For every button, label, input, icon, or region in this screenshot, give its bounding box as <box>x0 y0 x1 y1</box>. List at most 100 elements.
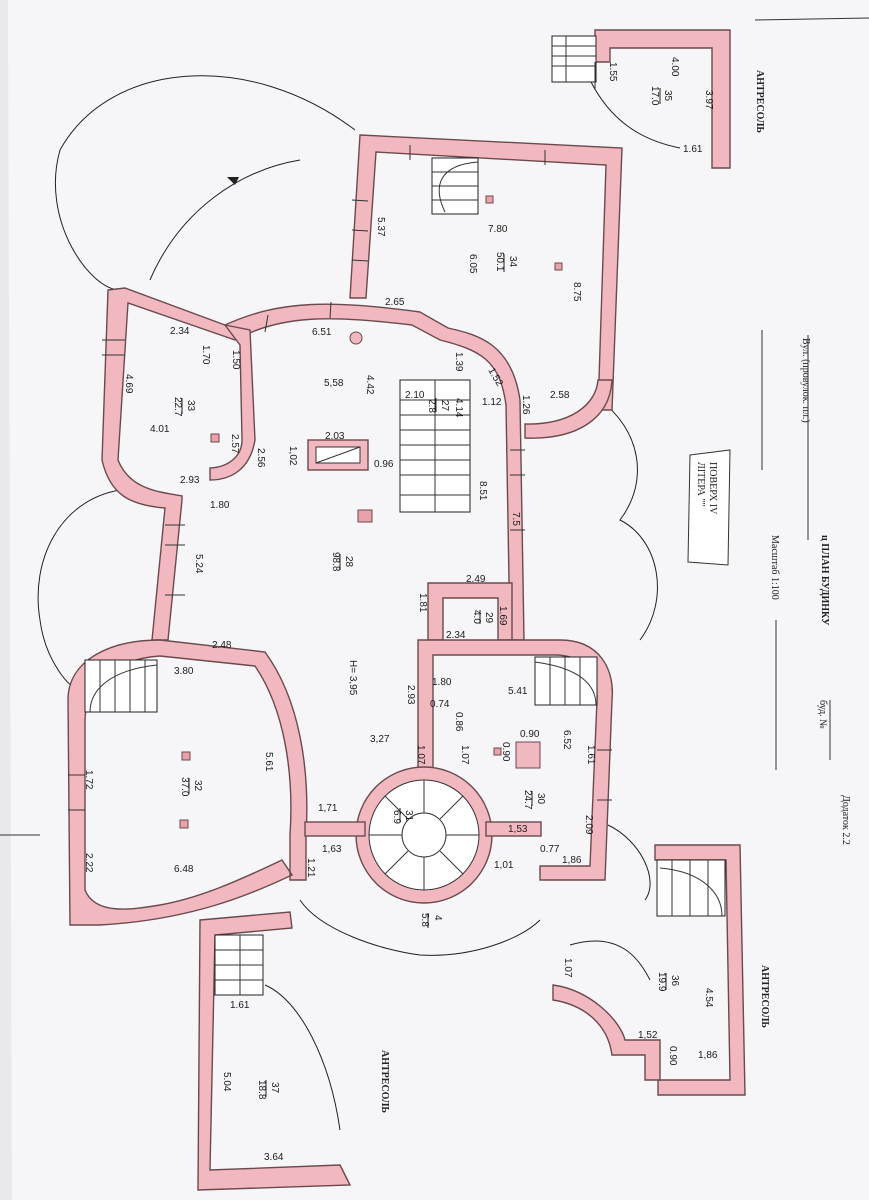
svg-text:0.90: 0.90 <box>500 742 511 762</box>
svg-text:1.70: 1.70 <box>200 345 211 365</box>
svg-text:0.86: 0.86 <box>453 712 464 732</box>
svg-text:3.97: 3.97 <box>703 90 714 110</box>
svg-text:1.07: 1.07 <box>459 745 470 765</box>
svg-text:6.48: 6.48 <box>174 864 194 875</box>
svg-text:2.22: 2.22 <box>83 853 94 873</box>
svg-text:32: 32 <box>192 780 203 792</box>
svg-text:50.1: 50.1 <box>494 252 505 272</box>
svg-text:1.07: 1.07 <box>415 745 426 765</box>
svg-text:6.51: 6.51 <box>312 327 332 338</box>
room-32-label: 32 37.0 <box>179 777 203 797</box>
svg-text:34: 34 <box>507 256 518 268</box>
svg-text:7.5: 7.5 <box>510 512 521 526</box>
svg-text:2.48: 2.48 <box>212 640 232 651</box>
svg-text:3.64: 3.64 <box>264 1152 284 1163</box>
svg-text:1,52: 1,52 <box>638 1030 658 1041</box>
svg-text:5,58: 5,58 <box>324 378 344 389</box>
room-27-label: 27 2.8 <box>426 398 450 413</box>
svg-text:6.52: 6.52 <box>561 730 572 750</box>
svg-text:1,86: 1,86 <box>698 1050 718 1061</box>
svg-text:5.41: 5.41 <box>508 686 528 697</box>
stair-37 <box>214 934 264 996</box>
svg-text:4.01: 4.01 <box>150 424 170 435</box>
height-note: H= 3,95 <box>347 660 358 696</box>
svg-text:1.12: 1.12 <box>482 397 502 408</box>
svg-text:35: 35 <box>662 90 673 102</box>
stair-32 <box>84 659 158 713</box>
svg-text:4.69: 4.69 <box>123 374 134 394</box>
svg-text:1.07: 1.07 <box>562 958 573 978</box>
svg-text:4: 4 <box>432 915 443 921</box>
svg-text:1.50: 1.50 <box>230 350 241 370</box>
svg-text:0.74: 0.74 <box>430 699 450 710</box>
bud-label: буд. № <box>817 700 828 729</box>
svg-text:1.26: 1.26 <box>520 395 531 415</box>
svg-text:4.00: 4.00 <box>669 57 680 77</box>
svg-text:28: 28 <box>343 556 354 568</box>
room-36-label: 36 19.9 <box>656 972 680 992</box>
svg-text:2.8: 2.8 <box>426 399 437 413</box>
stamp-line2: ЛІТЕРА "" <box>695 462 706 507</box>
svg-text:1,02: 1,02 <box>287 446 298 466</box>
svg-text:5.04: 5.04 <box>221 1072 232 1092</box>
svg-text:3,27: 3,27 <box>370 734 390 745</box>
dimensions: 1.55 4.00 3.97 1.61 5.37 7.80 6.05 8.75 … <box>83 57 718 1163</box>
svg-text:4.14: 4.14 <box>453 398 464 418</box>
svg-text:37: 37 <box>269 1082 280 1094</box>
svg-text:2.34: 2.34 <box>170 326 190 337</box>
svg-text:1.61: 1.61 <box>585 745 596 765</box>
room-37-label: 37 18.8 <box>256 1080 280 1100</box>
svg-text:24.7: 24.7 <box>522 790 533 810</box>
svg-text:6.05: 6.05 <box>467 254 478 274</box>
street-label: Вул. (провулок. пл.) <box>800 338 811 423</box>
svg-text:1.81: 1.81 <box>417 593 428 613</box>
svg-text:2.93: 2.93 <box>180 475 200 486</box>
floor-stamp: ПОВЕРХ IV ЛІТЕРА "" <box>687 449 731 566</box>
svg-text:0.96: 0.96 <box>374 459 394 470</box>
svg-text:1,86: 1,86 <box>562 855 582 866</box>
svg-text:36: 36 <box>669 975 680 987</box>
svg-text:27: 27 <box>439 400 450 412</box>
mezzanine-label-right: АНТРЕСОЛЬ <box>759 965 770 1028</box>
room-34-label: 34 50.1 <box>494 252 518 272</box>
svg-text:5.37: 5.37 <box>375 217 386 237</box>
svg-text:7.80: 7.80 <box>488 224 508 235</box>
room-4-label: 4 5.8 <box>419 913 443 928</box>
svg-text:2.03: 2.03 <box>325 431 345 442</box>
svg-text:2.93: 2.93 <box>405 685 416 705</box>
svg-text:1.61: 1.61 <box>230 1000 250 1011</box>
window-marks <box>68 145 612 811</box>
svg-text:0.90: 0.90 <box>520 729 540 740</box>
svg-text:1.80: 1.80 <box>432 677 452 688</box>
svg-text:1.21: 1.21 <box>305 858 316 878</box>
stair-34 <box>431 157 479 215</box>
svg-text:1.39: 1.39 <box>453 352 464 372</box>
svg-text:5.61: 5.61 <box>263 752 274 772</box>
svg-text:1,71: 1,71 <box>318 803 338 814</box>
room-33-label: 33 22.7 <box>172 397 196 417</box>
svg-text:29: 29 <box>483 612 494 624</box>
svg-text:1,63: 1,63 <box>322 844 342 855</box>
scale-label: Масштаб 1:100 <box>769 535 780 600</box>
appendix-label: Додаток 2.2 <box>840 795 851 845</box>
svg-text:1.69: 1.69 <box>497 606 508 626</box>
svg-text:6.9: 6.9 <box>391 810 402 824</box>
svg-text:1.55: 1.55 <box>607 62 618 82</box>
svg-text:2.09: 2.09 <box>583 815 594 835</box>
svg-text:37.0: 37.0 <box>179 777 190 797</box>
svg-text:2.65: 2.65 <box>385 297 405 308</box>
svg-text:1,01: 1,01 <box>494 860 514 871</box>
svg-text:5.8: 5.8 <box>419 913 430 927</box>
svg-text:2.57: 2.57 <box>229 434 240 454</box>
room-30-label: 30 24.7 <box>522 790 546 810</box>
svg-text:30: 30 <box>535 793 546 805</box>
svg-text:19.9: 19.9 <box>656 972 667 992</box>
room-29-label: 29 4.0 <box>471 610 494 624</box>
room-28-label: 28 98.8 <box>330 552 354 572</box>
svg-text:33: 33 <box>185 400 196 412</box>
svg-text:22.7: 22.7 <box>172 397 183 417</box>
stair-35 <box>551 35 597 83</box>
svg-text:4.0: 4.0 <box>471 610 482 624</box>
